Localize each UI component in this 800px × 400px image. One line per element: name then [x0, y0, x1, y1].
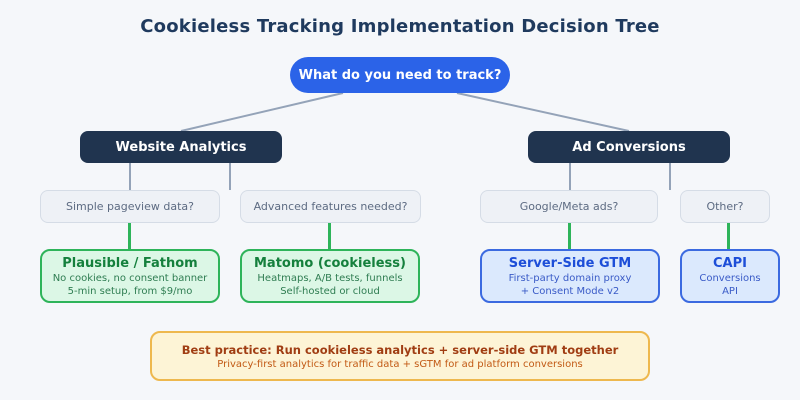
- solution-plausible-fathom-line2: 5-min setup, from $9/mo: [67, 286, 193, 297]
- connector-root-to-website: [180, 92, 344, 132]
- question-google-meta-ads: Google/Meta ads?: [480, 190, 658, 223]
- connector-website-to-advanced: [229, 163, 231, 190]
- solution-capi: CAPI Conversions API: [680, 249, 780, 303]
- solution-plausible-fathom-line1: No cookies, no consent banner: [52, 273, 208, 284]
- question-google-meta-ads-label: Google/Meta ads?: [519, 200, 619, 213]
- solution-capi-title: CAPI: [713, 256, 747, 271]
- root-question-node: What do you need to track?: [290, 57, 510, 93]
- branch-website-analytics: Website Analytics: [80, 131, 282, 163]
- question-advanced-features: Advanced features needed?: [240, 190, 421, 223]
- connector-ads-to-googlemeta: [569, 163, 571, 190]
- solution-plausible-fathom-title: Plausible / Fathom: [62, 256, 198, 271]
- branch-website-analytics-label: Website Analytics: [115, 139, 247, 155]
- connector-googlemeta-to-sgtm: [568, 223, 571, 249]
- solution-plausible-fathom: Plausible / Fathom No cookies, no consen…: [40, 249, 220, 303]
- root-question-label: What do you need to track?: [298, 67, 502, 83]
- question-other-label: Other?: [706, 200, 744, 213]
- connector-website-to-simple: [129, 163, 131, 190]
- branch-ad-conversions-label: Ad Conversions: [572, 139, 686, 155]
- question-simple-pageview-label: Simple pageview data?: [66, 200, 194, 213]
- connector-simple-to-plausible: [128, 223, 131, 249]
- connector-root-to-ads: [456, 92, 630, 132]
- page-title: Cookieless Tracking Implementation Decis…: [140, 16, 660, 37]
- solution-matomo-title: Matomo (cookieless): [254, 256, 406, 271]
- connector-advanced-to-matomo: [328, 223, 331, 249]
- branch-ad-conversions: Ad Conversions: [528, 131, 730, 163]
- solution-capi-line1: Conversions: [699, 273, 761, 284]
- solution-server-side-gtm-line2: + Consent Mode v2: [520, 286, 620, 297]
- question-advanced-features-label: Advanced features needed?: [253, 200, 408, 213]
- best-practice-banner: Best practice: Run cookieless analytics …: [150, 331, 650, 381]
- best-practice-subtitle: Privacy-first analytics for traffic data…: [217, 358, 583, 370]
- solution-server-side-gtm: Server-Side GTM First-party domain proxy…: [480, 249, 660, 303]
- solution-server-side-gtm-line1: First-party domain proxy: [508, 273, 632, 284]
- best-practice-title: Best practice: Run cookieless analytics …: [181, 342, 619, 357]
- solution-matomo-line2: Self-hosted or cloud: [280, 286, 380, 297]
- connector-other-to-capi: [727, 223, 730, 249]
- question-simple-pageview: Simple pageview data?: [40, 190, 220, 223]
- solution-matomo-line1: Heatmaps, A/B tests, funnels: [257, 273, 403, 284]
- solution-server-side-gtm-title: Server-Side GTM: [508, 256, 632, 271]
- connector-ads-to-other: [669, 163, 671, 190]
- solution-matomo: Matomo (cookieless) Heatmaps, A/B tests,…: [240, 249, 420, 303]
- question-other: Other?: [680, 190, 770, 223]
- solution-capi-line2: API: [722, 286, 738, 297]
